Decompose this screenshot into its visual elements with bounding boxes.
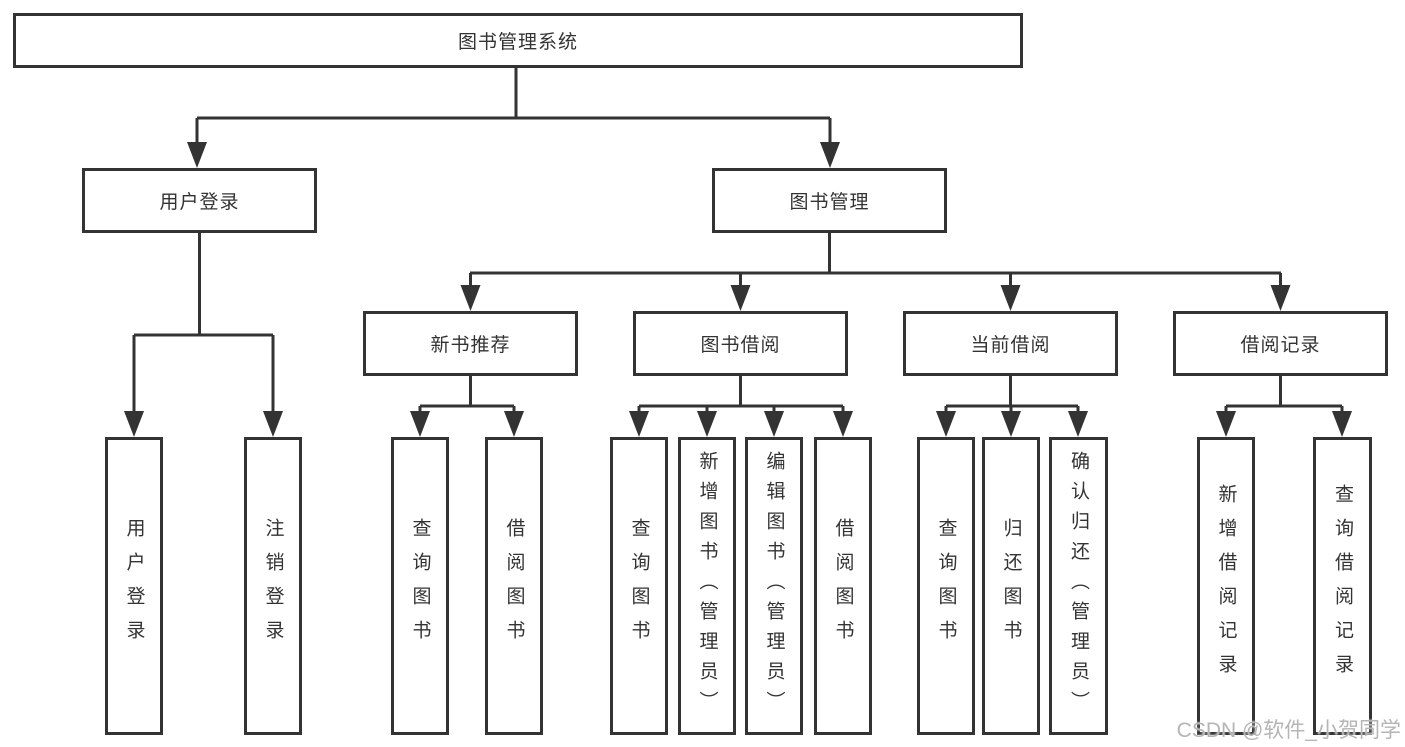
leaf-query-books-3-label: 查询图书 [935, 518, 957, 654]
node-book-management-label: 图书管理 [789, 192, 870, 213]
leaf-borrow-books-2-label: 借阅图书 [832, 518, 854, 654]
leaf-add-book-admin: 新增图书（管理员） [678, 437, 736, 735]
node-current-borrow-label: 当前借阅 [970, 335, 1051, 356]
node-root: 图书管理系统 [13, 13, 1023, 68]
leaf-confirm-return-admin-label: 确认归还（管理员） [1068, 451, 1089, 721]
leaf-logout: 注销登录 [244, 437, 302, 735]
node-borrow-records: 借阅记录 [1173, 311, 1388, 376]
node-user-login: 用户登录 [82, 168, 317, 233]
node-book-borrow-label: 图书借阅 [700, 335, 781, 356]
node-book-management: 图书管理 [712, 168, 947, 233]
leaf-edit-book-admin: 编辑图书（管理员） [745, 437, 803, 735]
leaf-logout-label: 注销登录 [262, 518, 284, 654]
leaf-borrow-books-2: 借阅图书 [814, 437, 872, 735]
node-current-borrow: 当前借阅 [903, 311, 1118, 376]
node-user-login-label: 用户登录 [159, 192, 240, 213]
csdn-watermark: CSDN @软件_小贺同学 [1176, 719, 1401, 742]
leaf-add-book-admin-label: 新增图书（管理员） [696, 451, 718, 721]
leaf-return-book: 归还图书 [982, 437, 1040, 735]
node-new-book-recommend-label: 新书推荐 [430, 335, 511, 356]
leaf-user-login: 用户登录 [105, 437, 163, 735]
node-book-borrow: 图书借阅 [633, 311, 848, 376]
leaf-query-books-1: 查询图书 [391, 437, 449, 735]
leaf-query-books-1-label: 查询图书 [409, 518, 431, 654]
leaf-edit-book-admin-label: 编辑图书（管理员） [763, 451, 785, 721]
node-new-book-recommend: 新书推荐 [363, 311, 578, 376]
leaf-query-books-3: 查询图书 [917, 437, 975, 735]
leaf-query-books-2-label: 查询图书 [628, 518, 650, 654]
leaf-user-login-label: 用户登录 [123, 518, 145, 654]
leaf-borrow-books-1-label: 借阅图书 [503, 518, 525, 654]
leaf-add-borrow-record-label: 新增借阅记录 [1215, 484, 1237, 688]
node-root-label: 图书管理系统 [457, 32, 578, 53]
leaf-query-books-2: 查询图书 [610, 437, 668, 735]
node-borrow-records-label: 借阅记录 [1240, 335, 1321, 356]
leaf-borrow-books-1: 借阅图书 [485, 437, 543, 735]
leaf-add-borrow-record: 新增借阅记录 [1197, 437, 1255, 735]
leaf-query-borrow-record-label: 查询借阅记录 [1332, 484, 1353, 688]
leaf-query-borrow-record: 查询借阅记录 [1313, 437, 1372, 735]
leaf-confirm-return-admin: 确认归还（管理员） [1049, 437, 1108, 735]
leaf-return-book-label: 归还图书 [1000, 518, 1022, 654]
